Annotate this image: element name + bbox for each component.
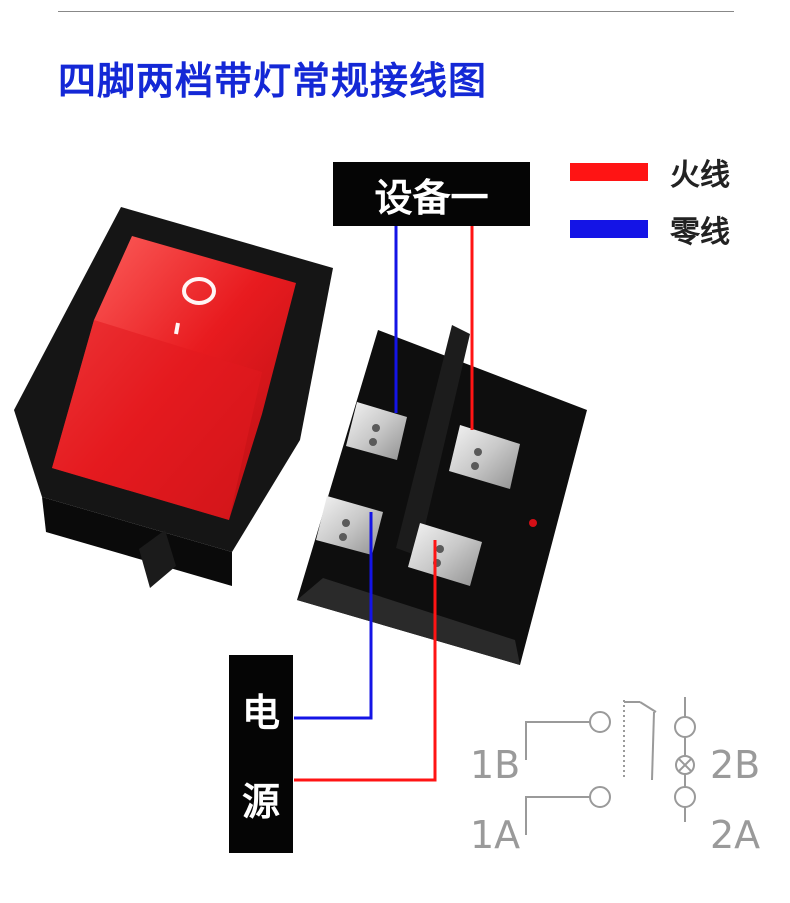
top-divider: [58, 11, 734, 12]
terminal-2a-label: 2A: [710, 813, 760, 857]
power-source-label: 电 源: [229, 655, 293, 853]
switch-off-symbol: [182, 277, 216, 305]
legend-live: 火线: [570, 150, 730, 194]
terminal-tab: [346, 402, 407, 460]
page-title: 四脚两档带灯常规接线图: [58, 59, 488, 103]
legend-neutral-label: 零线: [670, 215, 730, 250]
live-wire-swatch: [570, 163, 648, 181]
neutral-wire: [294, 226, 398, 720]
legend-live-label: 火线: [670, 158, 730, 193]
live-wire: [294, 226, 474, 782]
power-label-char: 源: [241, 780, 280, 824]
power-label-char: 电: [241, 691, 280, 735]
terminal-2b-label: 2B: [710, 743, 760, 787]
neutral-wire-swatch: [570, 220, 648, 238]
switch-on-symbol: [174, 322, 180, 335]
terminal-tab: [408, 523, 482, 586]
terminal-1a-label: 1A: [470, 813, 520, 857]
rocker-switch-front-image: [14, 207, 333, 588]
terminal-tab: [316, 496, 383, 555]
terminal-tab: [449, 425, 520, 489]
switch-circuit-symbol: 1B 2B 1A 2A: [470, 697, 760, 857]
legend-neutral: 零线: [570, 207, 730, 251]
device-one-label: 设备一: [333, 162, 530, 226]
rocker-switch-back-image: [297, 325, 587, 665]
terminal-1b-label: 1B: [470, 743, 520, 787]
